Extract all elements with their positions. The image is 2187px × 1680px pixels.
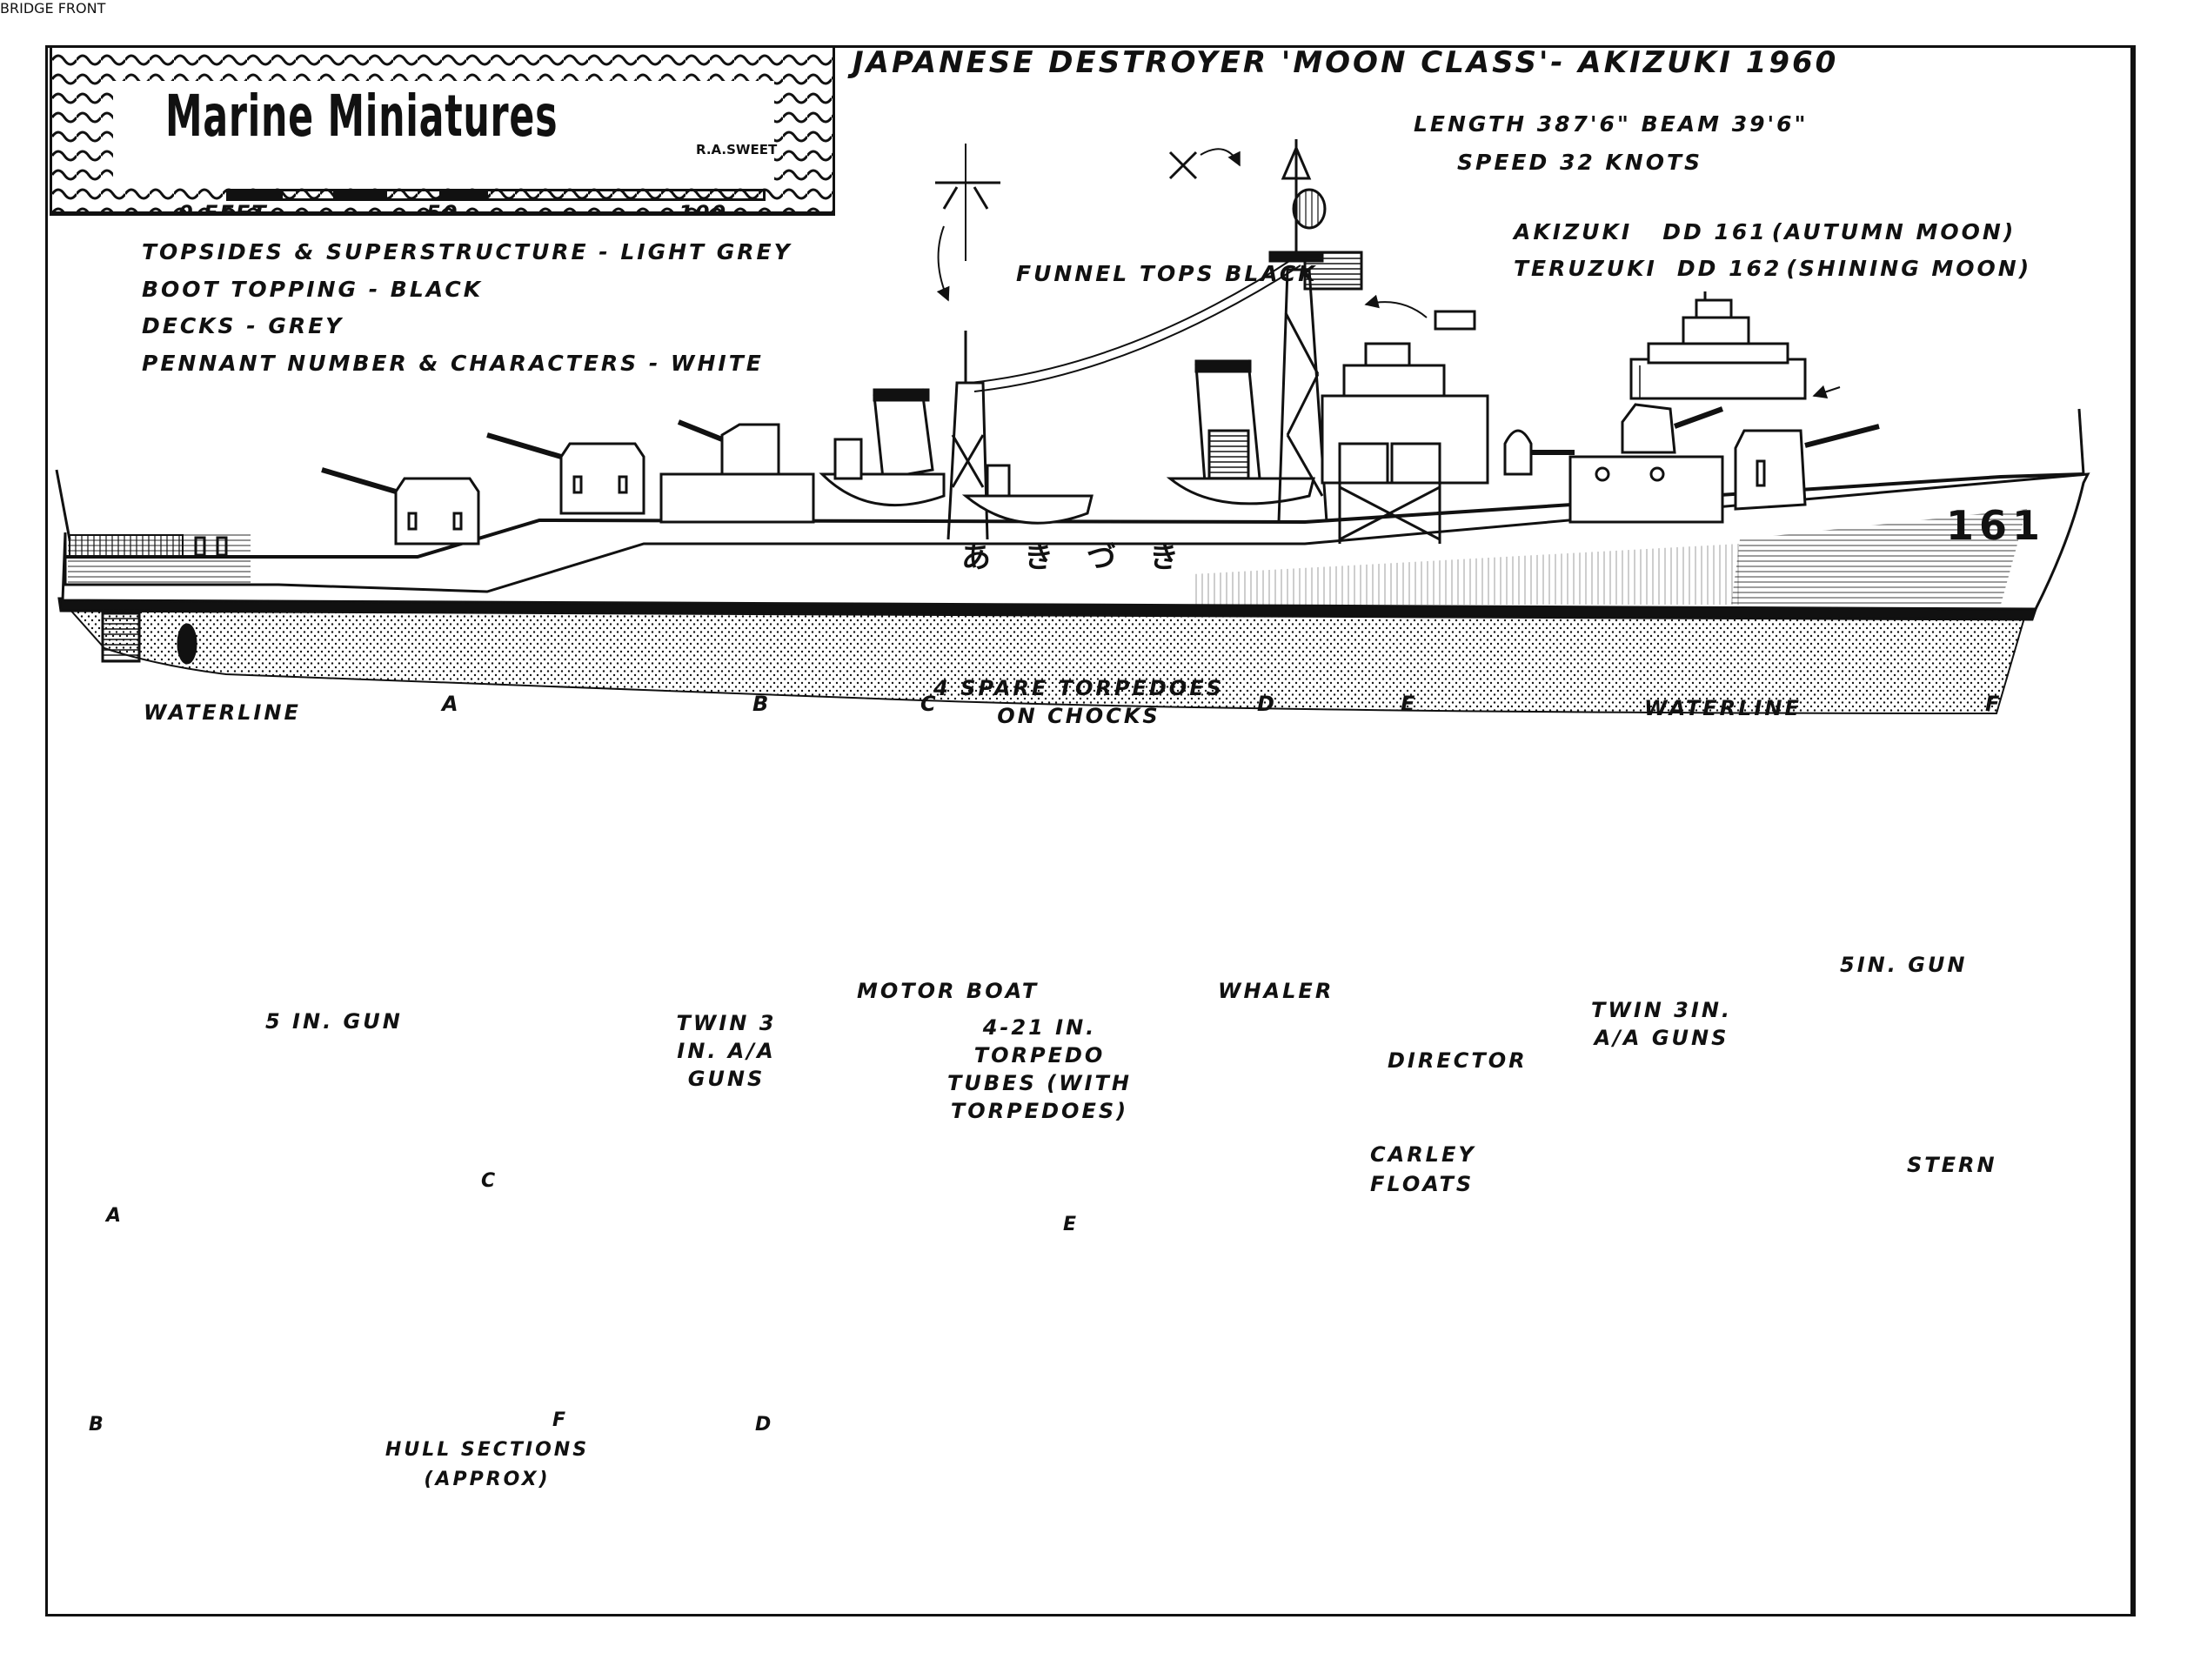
ship-meaning: (AUTUMN MOON) bbox=[1771, 219, 2016, 244]
waterline-label-left: WATERLINE bbox=[144, 700, 301, 725]
ship-speed: SPEED 32 KNOTS bbox=[1457, 150, 1703, 175]
gun-fwd-label: 5IN. GUN bbox=[1840, 953, 1968, 977]
section-letter-d: D bbox=[755, 1414, 774, 1436]
paint-topsides: TOPSIDES & SUPERSTRUCTURE - LIGHT GREY bbox=[142, 239, 793, 264]
bridge-front-inset bbox=[1629, 291, 1841, 400]
carley-floats-label: CARLEY FLOATS bbox=[1370, 1142, 1476, 1196]
scale-bar bbox=[226, 189, 766, 201]
section-letter-f: F bbox=[552, 1409, 569, 1431]
drawing-frame bbox=[45, 45, 2136, 1616]
marker-b: B bbox=[752, 692, 772, 716]
twin-aa-fwd-label: TWIN 3IN. A/A GUNS bbox=[1590, 998, 1733, 1050]
torpedo-tubes-label: 4-21 IN. TORPEDO TUBES (WITH TORPEDOES) bbox=[946, 1015, 1132, 1123]
pennant-number: 161 bbox=[1946, 502, 2045, 549]
marker-c: C bbox=[920, 692, 939, 716]
ship-name-row-2: TERUZUKI DD 162 (SHINING MOON) bbox=[1514, 256, 2031, 281]
hull-sections-caption: HULL SECTIONS (APPROX) bbox=[385, 1439, 590, 1490]
marker-a: A bbox=[442, 692, 461, 716]
scale-label-0: 0 FEET bbox=[178, 201, 268, 216]
stern-label: STERN bbox=[1907, 1153, 1997, 1177]
logo-inner bbox=[113, 81, 774, 185]
waterline-label-right: WATERLINE bbox=[1644, 696, 1802, 720]
logo-box: Marine Miniatures R.A.SWEET 0 FEET 50 10… bbox=[50, 45, 835, 216]
ship-pennant: DD 162 bbox=[1676, 256, 1782, 281]
ship-dimensions: LENGTH 387'6" BEAM 39'6" bbox=[1414, 111, 1809, 137]
marker-d: D bbox=[1257, 692, 1277, 716]
marker-e: E bbox=[1401, 692, 1418, 716]
underwater-hull bbox=[67, 608, 2029, 715]
hull-characters: あきづき bbox=[961, 540, 1212, 575]
scale-label-50: 50 bbox=[426, 201, 459, 216]
ship-meaning: (SHINING MOON) bbox=[1786, 256, 2032, 281]
bridge-front-label: BRIDGE FRONT bbox=[0, 0, 106, 17]
twin-aa-aft-label: TWIN 3 IN. A/A GUNS bbox=[676, 1011, 777, 1091]
section-letter-a: A bbox=[106, 1205, 124, 1227]
logo-author: R.A.SWEET bbox=[696, 142, 778, 157]
logo-title: Marine Miniatures bbox=[165, 83, 558, 150]
ship-name: AKIZUKI bbox=[1514, 219, 1633, 244]
ship-name: TERUZUKI bbox=[1514, 256, 1657, 281]
section-letter-b: B bbox=[89, 1414, 106, 1436]
section-letter-c: C bbox=[481, 1170, 498, 1192]
director-label: DIRECTOR bbox=[1388, 1048, 1528, 1073]
section-letter-e: E bbox=[1063, 1214, 1080, 1235]
paint-boot-topping: BOOT TOPPING - BLACK bbox=[142, 277, 484, 302]
spare-torpedoes-label: 4 SPARE TORPEDOES ON CHOCKS bbox=[933, 676, 1224, 728]
scale-label-100: 100 bbox=[679, 201, 728, 216]
paint-decks: DECKS - GREY bbox=[142, 313, 344, 338]
gun-aft-label: 5 IN. GUN bbox=[265, 1009, 403, 1034]
marker-f: F bbox=[1985, 692, 2003, 716]
drawing-title: JAPANESE DESTROYER 'MOON CLASS'- AKIZUKI… bbox=[853, 45, 1839, 80]
ship-pennant: DD 161 bbox=[1662, 219, 1768, 244]
ship-name-row-1: AKIZUKI DD 161 (AUTUMN MOON) bbox=[1514, 219, 2016, 244]
funnel-tops-label: FUNNEL TOPS BLACK bbox=[1016, 261, 1318, 286]
motor-boat-label: MOTOR BOAT bbox=[857, 979, 1040, 1003]
paint-pennant: PENNANT NUMBER & CHARACTERS - WHITE bbox=[142, 351, 764, 376]
profile-view: あきづき 161 bbox=[55, 139, 2090, 715]
whaler-label: WHALER bbox=[1218, 979, 1334, 1003]
